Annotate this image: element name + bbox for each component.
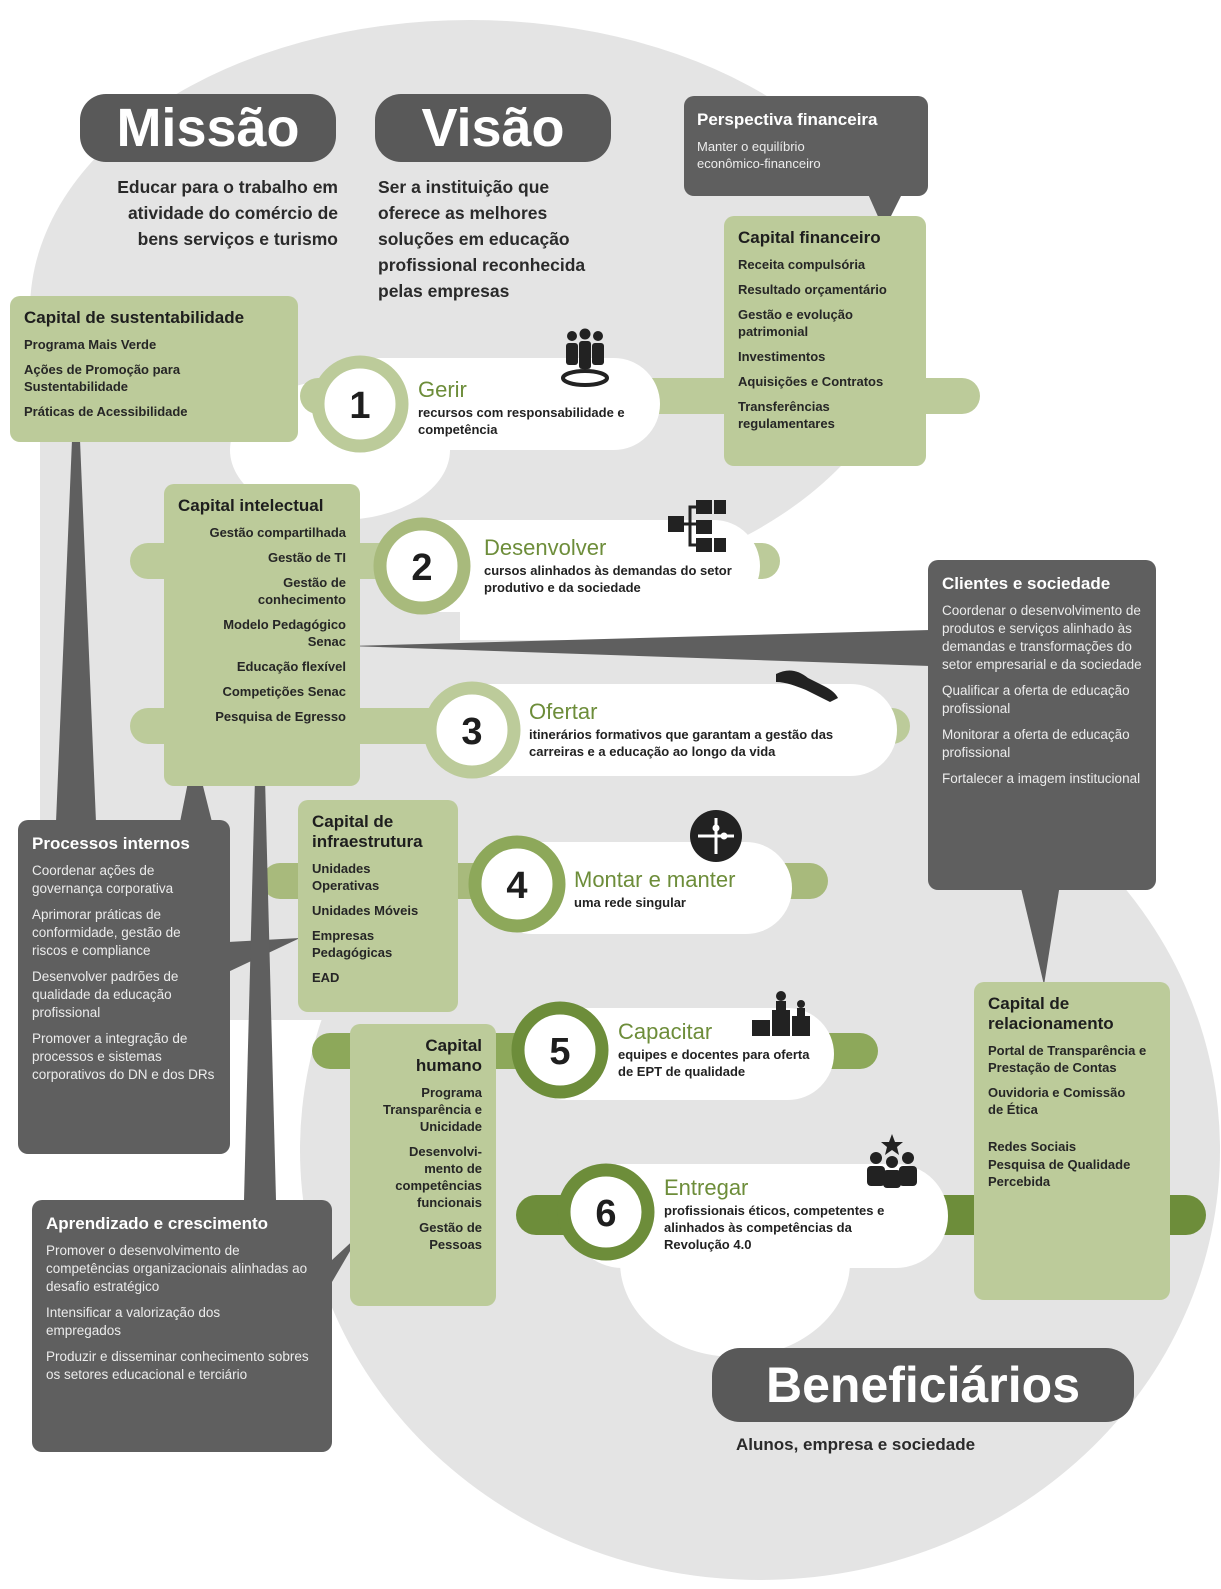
capital-item: Gestão compartilhada: [209, 525, 346, 540]
capital-item: Programa Transparência e Unicidade: [383, 1085, 482, 1134]
capital-item: Educação flexível: [236, 659, 346, 674]
step-verb: Desenvolver: [484, 535, 607, 560]
capital-item: Modelo Pedagógico Senac: [223, 617, 346, 649]
capital-financial-title: Capital financeiro: [738, 228, 881, 247]
capital-item: Programa Mais Verde: [24, 337, 157, 352]
capital-intellectual-title: Capital intelectual: [178, 496, 324, 515]
step-verb: Entregar: [664, 1175, 749, 1200]
capital-item: Unidades Operativas: [312, 861, 380, 893]
capital-item: Desenvolvi-mento de competências funcion…: [395, 1144, 482, 1210]
step-verb: Montar e manter: [574, 867, 736, 892]
step-desc: cursos alinhados às demandas do setor pr…: [484, 563, 732, 595]
perspective-clients-title: Clientes e sociedade: [942, 574, 1111, 593]
step-1: Gerir recursos com responsabilidade e co…: [418, 378, 648, 438]
mission-title: Missão: [80, 94, 336, 162]
beneficiaries-text: Alunos, empresa e sociedade: [736, 1435, 976, 1454]
capital-sustainability: Capital de sustentabilidade Programa Mai…: [10, 296, 298, 442]
puzzle-icon: [690, 810, 742, 862]
vision-line: soluções em educação: [378, 229, 570, 249]
capital-human: Capital humano Programa Transparência e …: [350, 1024, 496, 1306]
step-circles: [311, 355, 655, 1261]
perspective-item: Promover o desenvolvimento de competênci…: [46, 1243, 308, 1294]
vision-line: Ser a instituição que: [378, 177, 550, 197]
capital-item: Gestão de TI: [267, 550, 346, 565]
capital-item: Gestão de conhecimento: [257, 575, 346, 607]
beneficiaries-title: Beneficiários: [712, 1348, 1134, 1422]
perspective-financial: Perspectiva financeira Manter o equilíbr…: [684, 96, 928, 196]
capital-item: Receita compulsória: [738, 257, 866, 272]
perspective-item: Coordenar o desenvolvimento de produtos …: [942, 603, 1142, 672]
perspective-item: Intensificar a valorização dos empregado…: [46, 1305, 221, 1338]
vision-line: pelas empresas: [378, 281, 510, 301]
perspective-item: Qualificar a oferta de educação profissi…: [942, 683, 1130, 716]
capital-item: Gestão de Pessoas: [419, 1220, 482, 1252]
step-verb: Ofertar: [529, 699, 598, 724]
capital-human-title: Capital humano: [415, 1036, 482, 1075]
vision-line: oferece as melhores: [378, 203, 548, 223]
step-3: Ofertar itinerários formativos que garan…: [529, 700, 859, 760]
perspective-financial-item: Manter o equilíbrio econômico-financeiro: [697, 139, 821, 171]
capital-intellectual: Capital intelectual Gestão compartilhada…: [164, 484, 360, 786]
capital-item: Unidades Móveis: [312, 903, 419, 918]
mission-line: bens serviços e turismo: [137, 229, 338, 249]
perspective-item: Promover a integração de processos e sis…: [32, 1031, 215, 1082]
capital-relationship: Capital de relacionamento Portal de Tran…: [974, 982, 1170, 1300]
capital-item: Gestão e evolução patrimonial: [738, 307, 853, 339]
step-desc: itinerários formativos que garantam a ge…: [529, 727, 834, 759]
step-desc: profissionais éticos, competentes e alin…: [664, 1203, 885, 1252]
vision-text: Ser a instituição que oferece as melhore…: [378, 174, 638, 304]
perspective-item: Fortalecer a imagem institucional: [942, 771, 1141, 786]
perspective-internal: Processos internos Coordenar ações de go…: [18, 820, 230, 1154]
mission-text: Educar para o trabalho em atividade do c…: [70, 174, 338, 252]
hierarchy-icon: [668, 500, 726, 552]
capital-item: Aquisições e Contratos: [738, 374, 884, 389]
perspective-internal-title: Processos internos: [32, 834, 190, 853]
perspective-clients: Clientes e sociedade Coordenar o desenvo…: [928, 560, 1156, 890]
perspective-financial-title: Perspectiva financeira: [697, 110, 878, 129]
perspective-item: Aprimorar práticas de conformidade, gest…: [32, 907, 181, 958]
step-verb: Gerir: [418, 377, 467, 402]
hand-offer-icon: [776, 670, 838, 702]
capital-item: Pesquisa de Qualidade Percebida: [988, 1157, 1131, 1189]
capital-item: Pesquisa de Egresso: [215, 709, 346, 724]
capital-infrastructure-title: Capital de infraestrutura: [312, 812, 423, 851]
capital-financial: Capital financeiro Receita compulsória R…: [724, 216, 926, 466]
perspective-learning-title: Aprendizado e crescimento: [46, 1214, 269, 1233]
step-desc: uma rede singular: [574, 895, 686, 910]
step-5: Capacitar equipes e docentes para oferta…: [618, 1020, 823, 1080]
podium-icon: [752, 991, 810, 1036]
step-4: Montar e manter uma rede singular: [574, 868, 774, 911]
step-desc: recursos com responsabilidade e competên…: [418, 405, 625, 437]
capital-item: Investimentos: [738, 349, 826, 364]
perspective-item: Monitorar a oferta de educação profissio…: [942, 727, 1130, 760]
capital-item: Competições Senac: [222, 684, 346, 699]
step-desc: equipes e docentes para oferta de EPT de…: [618, 1047, 810, 1079]
capital-item: Redes Sociais: [988, 1139, 1077, 1154]
capital-item: Resultado orçamentário: [738, 282, 887, 297]
perspective-item: Produzir e disseminar conhecimento sobre…: [46, 1349, 309, 1382]
vision-line: profissional reconhecida: [378, 255, 586, 275]
capital-item: Portal de Transparência e Prestação de C…: [988, 1043, 1147, 1075]
mission-line: Educar para o trabalho em: [117, 177, 338, 197]
people-group-icon: [561, 328, 609, 387]
capital-item: Empresas Pedagógicas: [312, 928, 393, 960]
mission-line: atividade do comércio de: [127, 203, 338, 223]
perspective-item: Coordenar ações de governança corporativ…: [32, 863, 174, 896]
step-6: Entregar profissionais éticos, competent…: [664, 1176, 914, 1253]
capital-item: EAD: [312, 970, 340, 985]
step-2: Desenvolver cursos alinhados às demandas…: [484, 536, 734, 596]
capital-item: Ações de Promoção para Sustentabilidade: [24, 362, 181, 394]
pointer-shapes: [56, 194, 1060, 1282]
capital-sustainability-title: Capital de sustentabilidade: [24, 308, 245, 327]
perspective-learning: Aprendizado e crescimento Promover o des…: [32, 1200, 332, 1452]
capital-infrastructure: Capital de infraestrutura Unidades Opera…: [298, 800, 458, 1012]
step-verb: Capacitar: [618, 1019, 713, 1044]
perspective-item: Desenvolver padrões de qualidade da educ…: [32, 969, 179, 1020]
capital-item: Ouvidoria e Comissão de Ética: [988, 1085, 1126, 1117]
vision-title: Visão: [375, 94, 611, 162]
capital-item: Transferências regulamentares: [738, 399, 835, 431]
team-star-icon: [867, 1134, 917, 1188]
capital-relationship-title: Capital de relacionamento: [988, 994, 1114, 1033]
capital-item: Práticas de Acessibilidade: [24, 404, 188, 419]
